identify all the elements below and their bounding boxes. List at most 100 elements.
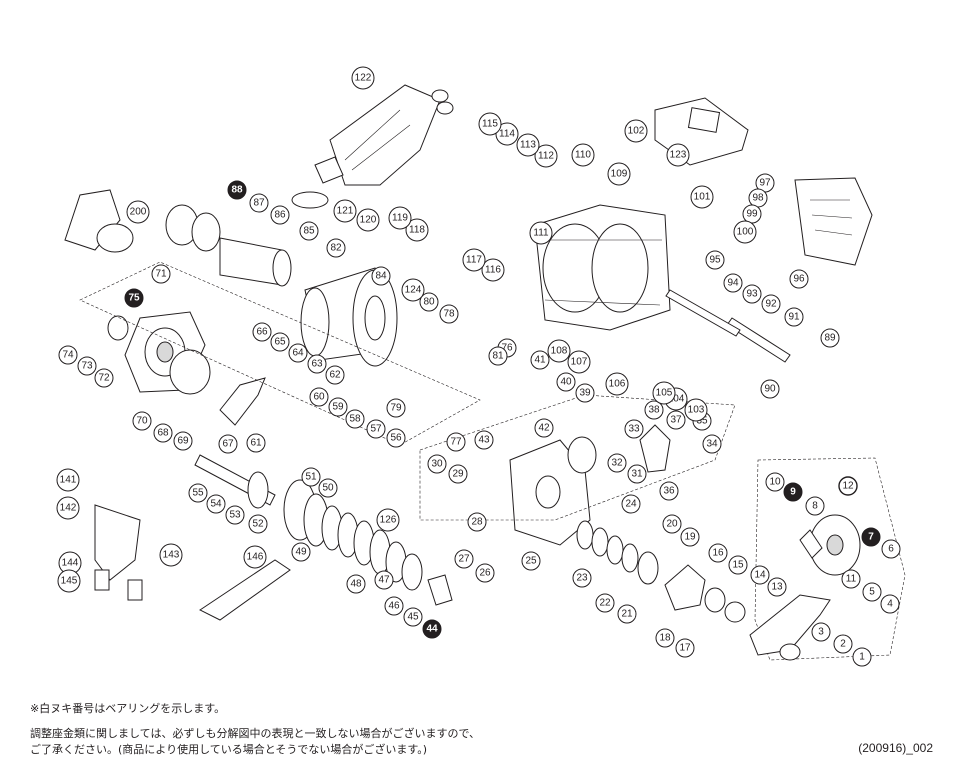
callout-number: 143	[163, 550, 180, 561]
callout-20: 20	[662, 514, 682, 534]
callout-27: 27	[454, 549, 474, 569]
callout-119: 119	[388, 206, 412, 230]
callout-circle	[249, 193, 269, 213]
callout-93: 93	[742, 284, 762, 304]
callout-circle	[495, 122, 519, 146]
callout-number: 31	[631, 469, 643, 480]
callout-circle	[760, 379, 780, 399]
callout-circle	[705, 250, 725, 270]
callout-circle	[446, 432, 466, 452]
callout-28: 28	[467, 512, 487, 532]
callout-7: 7	[861, 527, 881, 547]
callout-number: 59	[332, 402, 344, 413]
callout-circle	[659, 481, 679, 501]
callout-23: 23	[572, 568, 592, 588]
callout-number: 86	[274, 210, 286, 221]
callout-96: 96	[789, 269, 809, 289]
callout-44: 44	[422, 619, 442, 639]
callout-58: 58	[345, 409, 365, 429]
callout-circle	[173, 431, 193, 451]
callout-number: 71	[155, 269, 167, 280]
callout-number: 32	[611, 458, 623, 469]
callout-89: 89	[820, 328, 840, 348]
callout-number: 118	[409, 225, 425, 236]
callout-42: 42	[534, 418, 554, 438]
callout-number: 52	[252, 519, 264, 530]
callout-25: 25	[521, 551, 541, 571]
callout-92: 92	[761, 294, 781, 314]
callout-circle	[624, 419, 644, 439]
callout-circle	[521, 551, 541, 571]
callout-circle	[880, 594, 900, 614]
callout-number: 87	[253, 198, 265, 209]
callout-70: 70	[132, 411, 152, 431]
callout-circle	[833, 634, 853, 654]
callout-circle	[56, 496, 80, 520]
callout-circle	[652, 381, 676, 405]
callout-circle	[621, 494, 641, 514]
callout-circle	[351, 66, 375, 90]
callout-number: 1	[859, 652, 865, 663]
callout-circle	[218, 434, 238, 454]
callout-26: 26	[475, 563, 495, 583]
callout-circle	[783, 482, 803, 502]
callout-80: 80	[419, 292, 439, 312]
callout-circle	[607, 162, 631, 186]
callout-circle	[838, 476, 858, 496]
callout-number: 21	[621, 609, 633, 620]
callout-circle	[595, 593, 615, 613]
callout-number: 66	[256, 327, 268, 338]
callout-circle	[345, 409, 365, 429]
callout-circle	[356, 208, 380, 232]
callout-circle	[325, 365, 345, 385]
callout-3: 3	[811, 622, 831, 642]
callout-number: 101	[694, 192, 711, 203]
callout-39: 39	[575, 383, 595, 403]
callout-number: 17	[679, 643, 691, 654]
callout-49: 49	[291, 542, 311, 562]
callout-number: 91	[788, 312, 800, 323]
callout-circle	[386, 428, 406, 448]
callout-circle	[371, 266, 391, 286]
callout-63: 63	[307, 354, 327, 374]
callout-88: 88	[227, 180, 247, 200]
callout-41: 41	[530, 350, 550, 370]
callout-circle	[617, 604, 637, 624]
callout-number: 78	[443, 309, 455, 320]
callout-117: 117	[462, 248, 486, 272]
callout-number: 19	[684, 532, 696, 543]
callout-number: 200	[130, 207, 147, 218]
callout-number: 56	[390, 433, 402, 444]
callout-number: 9	[790, 487, 796, 498]
callout-5: 5	[862, 582, 882, 602]
callout-circle	[702, 434, 722, 454]
callout-number: 30	[431, 459, 443, 470]
callout-circle	[94, 368, 114, 388]
callout-107: 107	[567, 350, 591, 374]
callout-56: 56	[386, 428, 406, 448]
callout-circle	[422, 619, 442, 639]
callout-123: 123	[666, 143, 690, 167]
callout-38: 38	[644, 400, 664, 420]
callout-81: 81	[488, 346, 508, 366]
callout-124: 124	[401, 278, 425, 302]
callout-90: 90	[760, 379, 780, 399]
callout-78: 78	[439, 304, 459, 324]
callout-number: 44	[426, 624, 438, 635]
callout-85: 85	[299, 221, 319, 241]
callout-circle	[530, 350, 550, 370]
callout-circle	[820, 328, 840, 348]
callout-number: 88	[231, 185, 243, 196]
callout-40: 40	[556, 372, 576, 392]
callout-53: 53	[225, 505, 245, 525]
callout-45: 45	[403, 607, 423, 627]
callout-circle	[151, 264, 171, 284]
callout-circle	[662, 514, 682, 534]
callout-circle	[784, 307, 804, 327]
callout-number: 75	[128, 293, 140, 304]
callout-21: 21	[617, 604, 637, 624]
callout-number: 42	[538, 423, 550, 434]
callout-18: 18	[655, 628, 675, 648]
callout-circle	[299, 221, 319, 241]
callout-98: 98	[748, 188, 768, 208]
